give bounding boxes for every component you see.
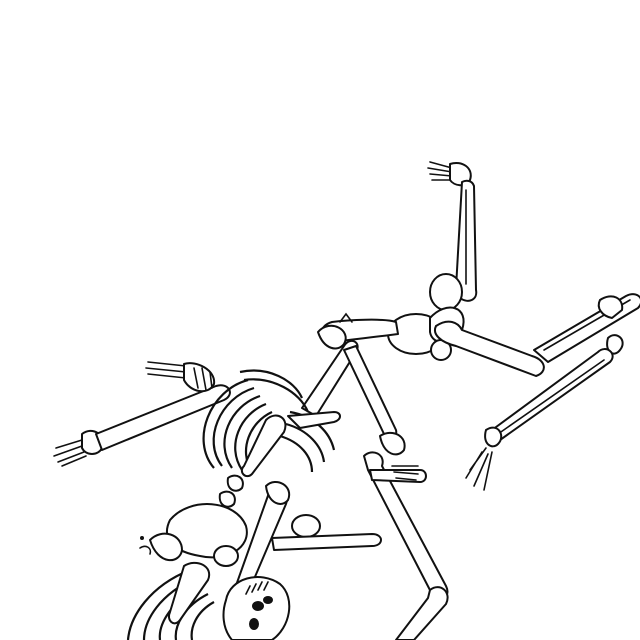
- middle-pelvis: [139, 503, 321, 567]
- coccyx-detail: [139, 545, 152, 555]
- foot-b-toes: [465, 447, 493, 491]
- right-pelvis: [387, 273, 465, 361]
- pelvis-wing: [149, 532, 183, 561]
- raised-arm: [427, 161, 478, 302]
- toes-mid: [391, 465, 419, 481]
- b-rib-5: [190, 601, 215, 640]
- middle-ribcage: [202, 369, 341, 478]
- left-hand-fingers: [53, 439, 87, 467]
- small-bone-dot: [140, 536, 144, 540]
- skull-nose: [249, 618, 259, 630]
- raised-wrist: [183, 362, 216, 393]
- crossing-femur: [343, 345, 398, 440]
- crossing-knee: [379, 431, 406, 456]
- middle-skeleton: [53, 324, 449, 640]
- rib-1: [202, 378, 249, 469]
- bottom-skeleton: [126, 481, 291, 640]
- rib-2: [212, 386, 255, 467]
- rib-7: [243, 378, 310, 413]
- skull: [222, 576, 291, 640]
- fibula-b: [497, 359, 605, 435]
- vertebra-2: [218, 490, 236, 508]
- pubis: [213, 545, 239, 567]
- middle-raised-hand: [145, 361, 216, 393]
- knee-b: [606, 334, 624, 355]
- bottom-ribcage: [126, 561, 215, 640]
- vertebra-1: [226, 474, 244, 492]
- bottom-shoulder: [265, 481, 291, 505]
- left-forearm: [95, 384, 231, 451]
- raised-fingers: [145, 361, 187, 379]
- rib-10: [279, 434, 314, 473]
- carpal-lines: [193, 367, 213, 391]
- femur-a: [434, 320, 545, 377]
- skull-teeth: [245, 581, 269, 595]
- ankle-b: [484, 426, 503, 448]
- rib-4: [234, 402, 267, 471]
- foot-bottom: [395, 586, 449, 640]
- humerus-head: [317, 324, 347, 350]
- middle-left-arm: [53, 384, 231, 467]
- hip-joint-right: [291, 514, 321, 538]
- rib-6: [239, 369, 304, 399]
- rib-8: [289, 410, 336, 451]
- skull-eye-left: [252, 601, 264, 611]
- clavicle: [287, 411, 341, 429]
- skull-eye-right: [263, 596, 273, 604]
- wrist-top: [449, 162, 472, 187]
- femur-horizontal: [271, 533, 382, 551]
- right-legs: [434, 293, 640, 491]
- knee-a: [597, 295, 624, 319]
- rib-9: [285, 422, 326, 463]
- sternum: [240, 414, 287, 478]
- hand-fingers-top: [427, 161, 453, 181]
- b-clavicle: [168, 561, 211, 625]
- b-rib-1: [126, 568, 191, 640]
- hip-socket: [429, 273, 463, 311]
- right-skeleton: [320, 161, 640, 491]
- middle-right-leg: [271, 451, 449, 640]
- rib-3: [223, 394, 261, 469]
- femur-head-detail: [339, 312, 353, 323]
